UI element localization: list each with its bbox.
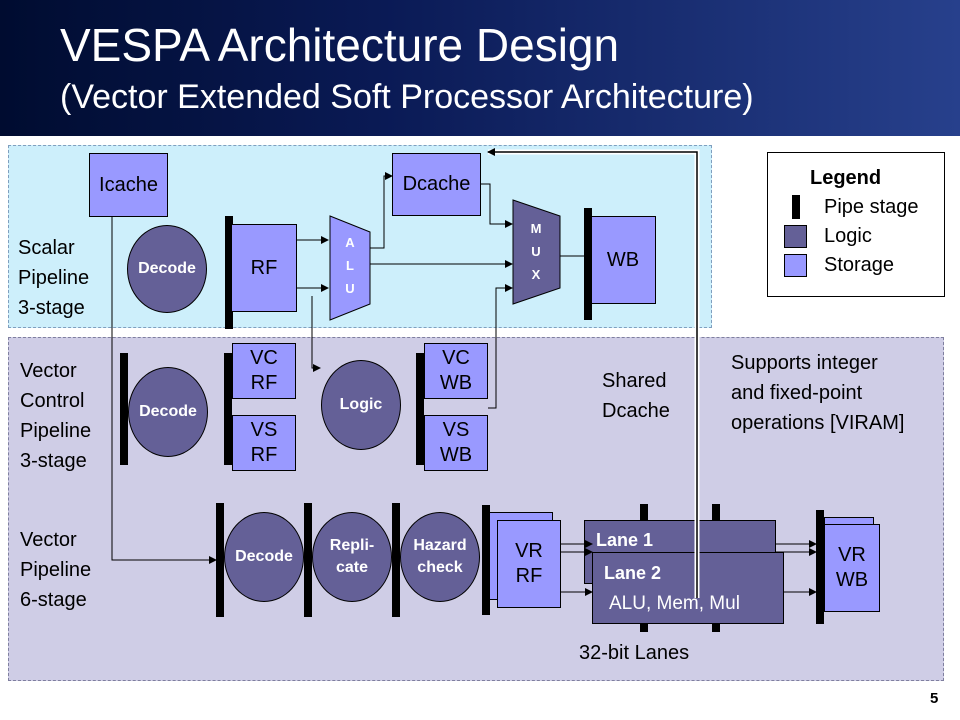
legend-pipe-stage-label: Pipe stage: [824, 196, 919, 218]
pipe-stage-bar: [304, 503, 312, 617]
slide-title: VESPA Architecture Design: [60, 19, 620, 71]
pipe-stage-bar: [816, 510, 824, 624]
title-banner: [0, 0, 960, 136]
pipe-stage-bar: [416, 353, 424, 465]
replicate-logic: Repli-cate: [312, 512, 392, 602]
legend-storage-label: Storage: [824, 254, 895, 276]
mux-block: [512, 199, 561, 305]
legend-logic-label: Logic: [824, 225, 872, 247]
mux-letter: U: [531, 244, 540, 259]
pipe-stage-bar: [482, 505, 490, 615]
legend: Legend Pipe stage Logic Storage: [767, 152, 945, 297]
pipe-stage-bar: [224, 353, 232, 465]
lane-2-block: Lane 2 ALU, Mem, Mul: [592, 552, 784, 624]
vector-control-logic: Logic: [321, 360, 401, 450]
pipe-stage-bar: [216, 503, 224, 617]
vector-control-decode-logic: Decode: [128, 367, 208, 457]
legend-pipe-stage-swatch: [792, 195, 800, 219]
alu-letter: A: [345, 235, 355, 250]
pipe-stage-bar: [225, 216, 233, 329]
alu-letter: L: [346, 258, 354, 273]
alu-letter: U: [345, 281, 354, 296]
mux-letter: M: [531, 221, 542, 236]
pipe-stage-bar: [120, 353, 128, 465]
register-file-block: RF: [231, 224, 297, 312]
dcache-block: Dcache: [392, 153, 481, 216]
legend-storage-swatch: [784, 254, 807, 277]
lanes-note: 32-bit Lanes: [579, 642, 690, 664]
slide-subtitle: (Vector Extended Soft Processor Architec…: [60, 78, 754, 116]
vector-decode-logic: Decode: [224, 512, 304, 602]
alu-block: [329, 215, 371, 321]
pipe-stage-bar: [584, 208, 592, 320]
legend-logic-swatch: [784, 225, 807, 248]
mux-letter: X: [532, 267, 541, 282]
scalar-decode-logic: Decode: [127, 225, 207, 313]
writeback-block: WB: [590, 216, 656, 304]
slide-number: 5: [930, 690, 939, 707]
legend-title: Legend: [810, 167, 882, 189]
icache-block: Icache: [89, 153, 168, 217]
pipe-stage-bar: [392, 503, 400, 617]
